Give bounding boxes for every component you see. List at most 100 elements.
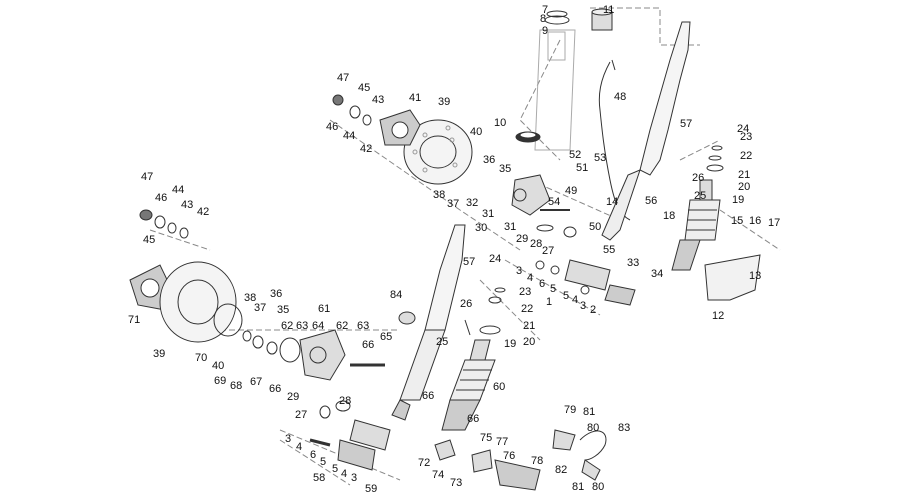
callout-number: 30: [475, 222, 488, 234]
callout-number: 14: [606, 196, 619, 208]
callout-number: 28: [339, 395, 352, 407]
callout-number: 73: [450, 477, 463, 489]
callout-number: 8: [540, 13, 547, 25]
callout-number: 20: [738, 181, 751, 193]
callout-number: 5: [320, 456, 327, 468]
callout-number: 7: [542, 4, 549, 16]
callout-number: 5: [550, 283, 557, 295]
callout-number: 27: [295, 409, 308, 421]
callout-number: 69: [214, 375, 227, 387]
callout-number: 81: [572, 481, 585, 493]
callout-number: 54: [548, 196, 561, 208]
callout-number: 31: [482, 208, 495, 220]
callout-number: 83: [618, 422, 631, 434]
callout-number: 44: [172, 184, 185, 196]
callout-number: 15: [731, 215, 744, 227]
callout-number: 43: [372, 94, 385, 106]
callout-number: 48: [614, 91, 627, 103]
callout-number: 4: [296, 441, 303, 453]
callout-number: 12: [712, 310, 725, 322]
callout-number: 68: [230, 380, 243, 392]
callout-number: 55: [603, 244, 616, 256]
callout-number: 20: [523, 336, 536, 348]
callout-number: 74: [432, 469, 445, 481]
callout-number: 2: [590, 304, 597, 316]
callout-number: 63: [357, 320, 370, 332]
callout-number: 66: [362, 339, 375, 351]
callout-number: 6: [539, 278, 546, 290]
callout-number: 35: [499, 163, 512, 175]
callout-number: 57: [463, 256, 476, 268]
callout-number: 33: [627, 257, 640, 269]
callout-number: 66: [422, 390, 435, 402]
callout-number: 13: [749, 270, 762, 282]
callout-number: 4: [527, 272, 534, 284]
callout-number: 26: [692, 172, 705, 184]
callout-number: 50: [589, 221, 602, 233]
callout-number: 22: [521, 303, 534, 315]
callout-number: 66: [269, 383, 282, 395]
callout-number: 84: [390, 289, 403, 301]
callout-number: 75: [480, 432, 493, 444]
callout-number: 79: [564, 404, 577, 416]
callout-number: 27: [542, 245, 555, 257]
callout-number: 3: [580, 300, 587, 312]
callout-number: 5: [332, 463, 339, 475]
callout-number: 17: [768, 217, 781, 229]
callout-number: 61: [318, 303, 331, 315]
callout-number: 46: [155, 192, 168, 204]
callout-number: 3: [516, 265, 523, 277]
callout-number: 80: [592, 481, 605, 493]
callout-number: 42: [197, 206, 210, 218]
callout-number: 52: [569, 149, 582, 161]
callout-number: 65: [380, 331, 393, 343]
callout-number: 36: [483, 154, 496, 166]
callout-number: 32: [466, 197, 479, 209]
callout-number: 47: [141, 171, 154, 183]
callout-number: 9: [542, 25, 549, 37]
callout-number: 53: [594, 152, 607, 164]
callout-number: 21: [523, 320, 536, 332]
callout-number: 39: [438, 96, 451, 108]
callout-number: 11: [603, 4, 615, 16]
callout-number: 16: [749, 215, 762, 227]
callout-number: 46: [326, 121, 339, 133]
callout-number: 36: [270, 288, 283, 300]
callout-number: 21: [738, 169, 751, 181]
callout-number: 4: [572, 294, 579, 306]
callout-number: 4: [341, 468, 348, 480]
callout-number: 44: [343, 130, 356, 142]
callout-number: 37: [254, 302, 267, 314]
callout-number: 24: [737, 123, 750, 135]
callout-number: 6: [310, 449, 317, 461]
callout-number: 18: [663, 210, 676, 222]
callout-number: 56: [645, 195, 658, 207]
callout-number: 25: [694, 190, 707, 202]
callout-number: 25: [436, 336, 449, 348]
callout-number: 37: [447, 198, 460, 210]
callout-number: 19: [732, 194, 745, 206]
callout-number: 41: [409, 92, 422, 104]
callout-number: 77: [496, 436, 509, 448]
callout-number: 26: [460, 298, 473, 310]
callout-number: 80: [587, 422, 600, 434]
callout-number: 67: [250, 376, 263, 388]
callout-number: 64: [312, 320, 325, 332]
callout-number: 22: [740, 150, 753, 162]
callout-number: 51: [576, 162, 589, 174]
callout-number: 1: [546, 296, 553, 308]
callout-number: 78: [531, 455, 544, 467]
callout-number: 43: [181, 199, 194, 211]
callout-number: 59: [365, 483, 378, 495]
callout-number: 62: [281, 320, 294, 332]
callout-number: 45: [358, 82, 371, 94]
callout-number: 24: [489, 253, 502, 265]
callout-number: 3: [285, 433, 292, 445]
callout-number: 38: [244, 292, 257, 304]
callout-number: 66: [467, 413, 480, 425]
callout-number: 23: [740, 131, 753, 143]
callout-number: 34: [651, 268, 664, 280]
callout-number: 72: [418, 457, 431, 469]
